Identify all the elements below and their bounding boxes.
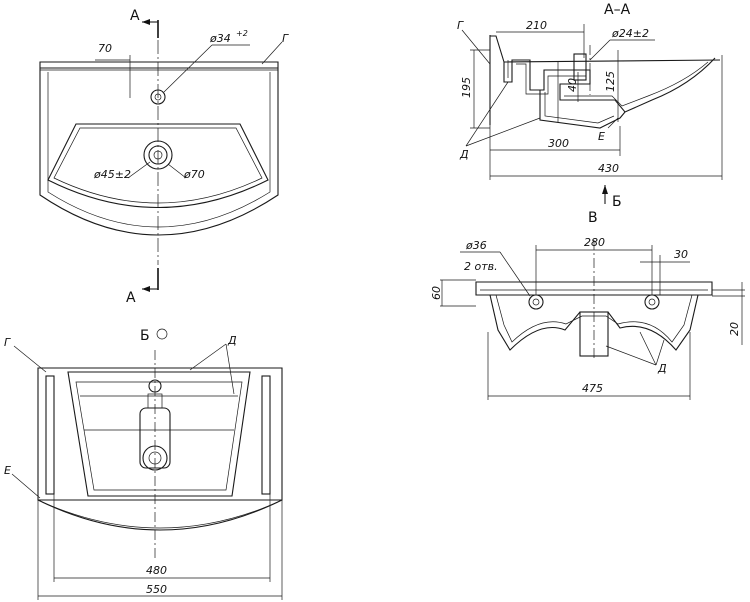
- dim-280-text: 280: [584, 236, 605, 249]
- section-profile-inner: [507, 60, 709, 107]
- bottom-view: Б Г Д Е 480: [4, 328, 283, 600]
- section-label-bottom: А: [126, 290, 136, 306]
- rear-d-leader3: [655, 339, 665, 366]
- bottom-body-inner: [75, 381, 243, 491]
- rear-d-text: Д: [657, 362, 667, 375]
- bottom-body: [67, 371, 251, 497]
- dim-70d-text: ø70: [183, 168, 205, 181]
- drain-inner-circle: [148, 145, 168, 165]
- rear-hole-right: [644, 294, 660, 310]
- top-view: А А 70 ø34 +2 Г: [39, 8, 289, 306]
- section-arrowhead-top: [142, 19, 150, 25]
- dim-24-leader: [589, 39, 611, 61]
- rear-hole-left: [528, 294, 544, 310]
- label-g-leader: [261, 41, 283, 65]
- dim-210-text: 210: [526, 19, 547, 32]
- sec-label-e-leader: [607, 117, 619, 129]
- bowl-outline: [47, 123, 269, 209]
- bottom-rotation-icon: [156, 328, 168, 340]
- sec-label-e-text: Е: [598, 130, 605, 143]
- dim-34-tol: +2: [236, 29, 248, 38]
- bowl-inner: [53, 127, 263, 204]
- rear-top-slab: [475, 281, 713, 296]
- dim-34-leader: [163, 44, 213, 93]
- back-ledge: [39, 61, 279, 68]
- section-drain-inner: [544, 92, 615, 124]
- section-drain-shape: [539, 90, 626, 129]
- bottom-frame: [37, 367, 283, 501]
- dim-70-text: 70: [98, 42, 112, 55]
- bottom-d-leader2: [225, 343, 235, 395]
- dim-34-text: ø34: [209, 32, 231, 45]
- rear-view: В ø36 2 отв. 280 30 60: [430, 210, 745, 400]
- sec-label-g-text: Г: [457, 19, 464, 32]
- view-b-mark: Б: [612, 194, 622, 210]
- bottom-d-text: Д: [227, 334, 237, 347]
- outer-contour: [39, 68, 279, 236]
- dim-475-text: 475: [582, 382, 603, 395]
- bottom-e-text: Е: [4, 464, 11, 477]
- bottom-g-text: Г: [4, 336, 11, 349]
- bottom-title: Б: [140, 328, 150, 344]
- dim-24-text: ø24±2: [611, 27, 649, 40]
- dim-480-text: 480: [146, 564, 167, 577]
- drain-outer-circle: [143, 140, 173, 170]
- section-label-top: А: [130, 8, 140, 24]
- sec-label-d-text: Д: [459, 148, 469, 161]
- section-view: А–А 210 ø24±2 Г 195 40 125: [457, 2, 723, 210]
- dim-430-text: 430: [598, 162, 619, 175]
- section-top-surface: [490, 35, 721, 63]
- dim-60-text: 60: [430, 286, 443, 300]
- dim-40-text: 40: [566, 78, 579, 92]
- dim-36-text: ø36: [465, 239, 487, 252]
- rear-d-leader2: [639, 331, 657, 366]
- bottom-g-leader: [13, 345, 47, 373]
- dim-36-count: 2 отв.: [464, 260, 498, 273]
- dim-195-text: 195: [460, 77, 473, 98]
- sec-label-d-leader1: [465, 81, 509, 147]
- sec-label-d-leader2: [465, 117, 541, 147]
- dim-30-text: 30: [674, 248, 688, 261]
- dim-36-leader: [499, 251, 531, 297]
- tap-hole-inner: [154, 93, 162, 101]
- overflow-channel: [573, 53, 587, 81]
- rear-body-inner: [495, 294, 693, 343]
- rear-title: В: [588, 210, 598, 226]
- dim-70d-leader: [167, 163, 187, 179]
- label-g-text: Г: [282, 32, 289, 45]
- rear-hole-left-inner: [532, 298, 540, 306]
- dim-300-text: 300: [548, 137, 569, 150]
- dim-125-text: 125: [604, 71, 617, 92]
- bottom-d-leader1: [189, 343, 227, 371]
- sec-label-g-leader: [461, 29, 491, 65]
- dim-45-leader: [127, 161, 151, 179]
- dim-550-text: 550: [146, 583, 167, 596]
- rear-hole-right-inner: [648, 298, 656, 306]
- bottom-front-curve: [37, 499, 283, 531]
- bottom-front-curve-inner: [41, 501, 279, 529]
- view-b-arrowhead: [602, 185, 608, 194]
- drain-core: [153, 150, 163, 160]
- dim-20-text: 20: [728, 322, 741, 336]
- section-title: А–А: [604, 2, 631, 18]
- bottom-e-leader: [11, 473, 41, 499]
- bottom-right-rib: [261, 375, 271, 495]
- outer-contour-inner: [47, 72, 271, 228]
- section-arrowhead-bottom: [142, 286, 150, 292]
- tap-hole: [150, 89, 166, 105]
- section-profile-outer: [503, 57, 716, 113]
- dim-45-text: ø45±2: [93, 168, 131, 181]
- rear-d-leader1: [605, 345, 657, 366]
- bottom-left-rib: [45, 375, 55, 495]
